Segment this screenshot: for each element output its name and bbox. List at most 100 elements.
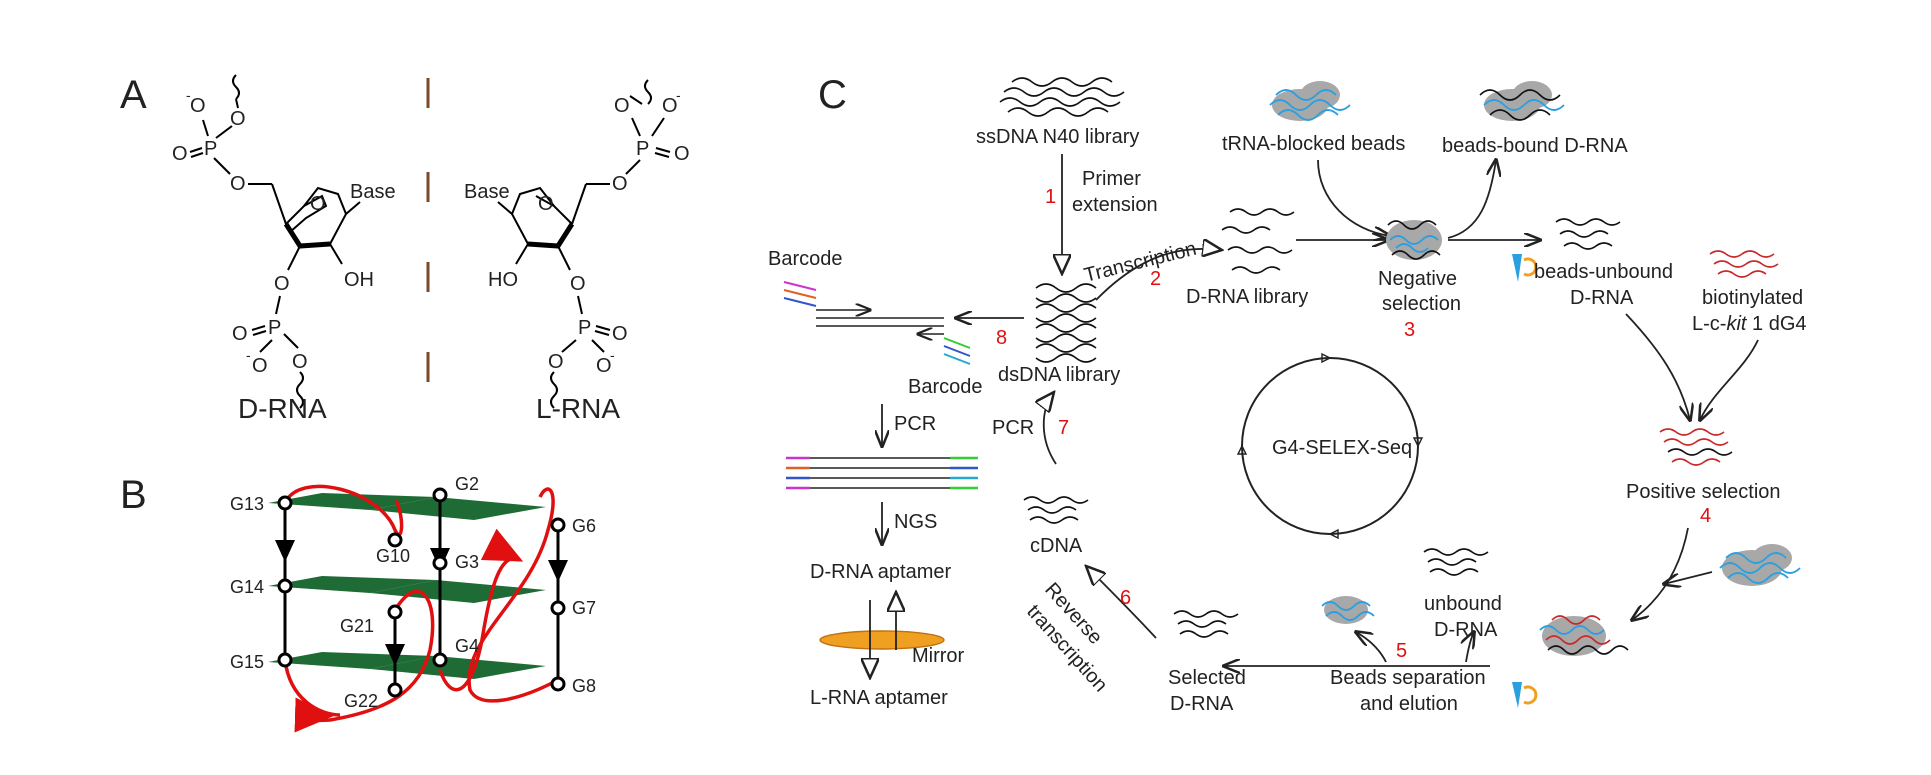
barcode-top-label: Barcode	[768, 248, 843, 270]
label-g21: G21	[340, 616, 374, 636]
step-3: 3	[1404, 319, 1415, 341]
l-o-double-bottom: O	[612, 323, 628, 345]
cycle-label: G4-SELEX-Seq	[1272, 437, 1412, 459]
label-g7: G7	[572, 598, 596, 618]
l-ho: HO	[488, 269, 518, 291]
positive-selection-icon	[1659, 428, 1733, 466]
l-o-3: O	[570, 273, 586, 295]
wavy-bond-bottom	[296, 371, 304, 409]
d-p-bottom: P	[268, 317, 281, 339]
selected-line2: D-RNA	[1170, 693, 1234, 715]
g-nodes	[277, 487, 566, 698]
step-2: 2	[1150, 268, 1161, 290]
d-o-minus-top: O	[190, 95, 206, 117]
step-7: 7	[1058, 417, 1069, 439]
cycle-circle	[1236, 352, 1424, 540]
bead-complex-icon	[1539, 615, 1629, 656]
l-p-top: P	[636, 138, 649, 160]
l-ring-o: O	[538, 193, 554, 215]
label-g2: G2	[455, 474, 479, 494]
panel-b: B	[120, 473, 596, 733]
l-base: Base	[464, 181, 510, 203]
l-o-5: O	[612, 173, 628, 195]
biotin-line2: L-c-kit 1 dG4	[1692, 313, 1807, 335]
dsdna-helix	[1035, 283, 1097, 363]
ssdna-tangle	[999, 77, 1125, 117]
d-p-top: P	[204, 138, 217, 160]
biotin-line1: biotinylated	[1702, 287, 1803, 309]
g-tetrads	[268, 493, 546, 679]
beads-sep-line2: and elution	[1360, 693, 1458, 715]
unbound-line2: D-RNA	[1434, 619, 1498, 641]
step-4: 4	[1700, 505, 1711, 527]
wavy-bond	[232, 74, 240, 100]
streptavidin-beads-icon	[1719, 544, 1801, 586]
l-o-double-top: O	[674, 143, 690, 165]
panel-a: A O O - P O O O	[120, 73, 690, 424]
d-o-5: O	[230, 173, 246, 195]
l-o-bottom: O	[548, 351, 564, 373]
d-o-bottom: O	[292, 351, 308, 373]
d-minus-bottom: -	[246, 347, 251, 363]
trna-beads-icon	[1269, 81, 1351, 121]
l-minus-top: -	[676, 87, 681, 103]
l-minus-bottom: -	[610, 347, 615, 363]
d-o-3: O	[274, 273, 290, 295]
ssdna-label: ssDNA N40 library	[976, 126, 1139, 148]
panel-c-letter: C	[818, 73, 847, 117]
l-rna-label: L-RNA	[536, 393, 620, 424]
g-node-labels: G2 G3 G4 G6 G7 G8 G10 G13 G14 G15 G21 G2…	[230, 474, 596, 711]
barcoded-dsdna	[783, 281, 971, 365]
l-o-top: O	[614, 95, 630, 117]
d-o-minus-bottom: O	[252, 355, 268, 377]
l-rna-structure: O O - P O O O Base HO O P	[464, 79, 690, 424]
d-rna-structure: O O - P O O O Base OH O P	[172, 74, 396, 424]
d-oh: OH	[344, 269, 374, 291]
beads-unbound-line1: beads-unbound	[1534, 261, 1673, 283]
mirror-label: Mirror	[912, 645, 965, 667]
d-ring-o: O	[310, 193, 326, 215]
transcription-label: Transcription	[1082, 238, 1199, 287]
primer-line2: extension	[1072, 194, 1158, 216]
drna-library-label: D-RNA library	[1186, 286, 1308, 308]
magnet-tube-icon-bottom	[1512, 682, 1538, 708]
primer-line1: Primer	[1082, 168, 1141, 190]
d-o-double-bottom: O	[232, 323, 248, 345]
unbound-line1: unbound	[1424, 593, 1502, 615]
d-o-top: O	[230, 108, 246, 130]
trna-beads-label: tRNA-blocked beads	[1222, 133, 1405, 155]
beads-bound-icon	[1479, 81, 1565, 121]
d-o-double-top: O	[172, 143, 188, 165]
d-minus-top: -	[186, 87, 191, 103]
biotinylated-icon	[1709, 250, 1779, 278]
panel-a-letter: A	[120, 73, 147, 117]
l-o-minus-bottom: O	[596, 355, 612, 377]
lrna-aptamer-label: L-RNA aptamer	[810, 687, 948, 709]
label-g14: G14	[230, 577, 264, 597]
mirror-icon	[819, 630, 945, 650]
label-g13: G13	[230, 494, 264, 514]
step-5: 5	[1396, 640, 1407, 662]
l-o-minus-top: O	[662, 95, 678, 117]
step-1: 1	[1045, 186, 1056, 208]
cdna-icon	[1023, 496, 1089, 524]
beads-unbound-icon	[1555, 218, 1621, 250]
dsdna-label: dsDNA library	[998, 364, 1120, 386]
label-g4: G4	[455, 636, 479, 656]
d-rna-label: D-RNA	[238, 393, 327, 424]
positive-label: Positive selection	[1626, 481, 1781, 503]
pcr-label: PCR	[894, 413, 936, 435]
selected-line1: Selected	[1168, 667, 1246, 689]
step-8: 8	[996, 327, 1007, 349]
d-base: Base	[350, 181, 396, 203]
beads-small-icon	[1321, 596, 1375, 624]
label-g6: G6	[572, 516, 596, 536]
magnet-tube-icon	[1512, 254, 1538, 282]
beads-sep-line1: Beads separation	[1330, 667, 1486, 689]
beads-bound-label: beads-bound D-RNA	[1442, 135, 1628, 157]
label-g8: G8	[572, 676, 596, 696]
label-g10: G10	[376, 546, 410, 566]
panel-b-letter: B	[120, 473, 147, 517]
wavy-bond-l	[644, 79, 652, 105]
